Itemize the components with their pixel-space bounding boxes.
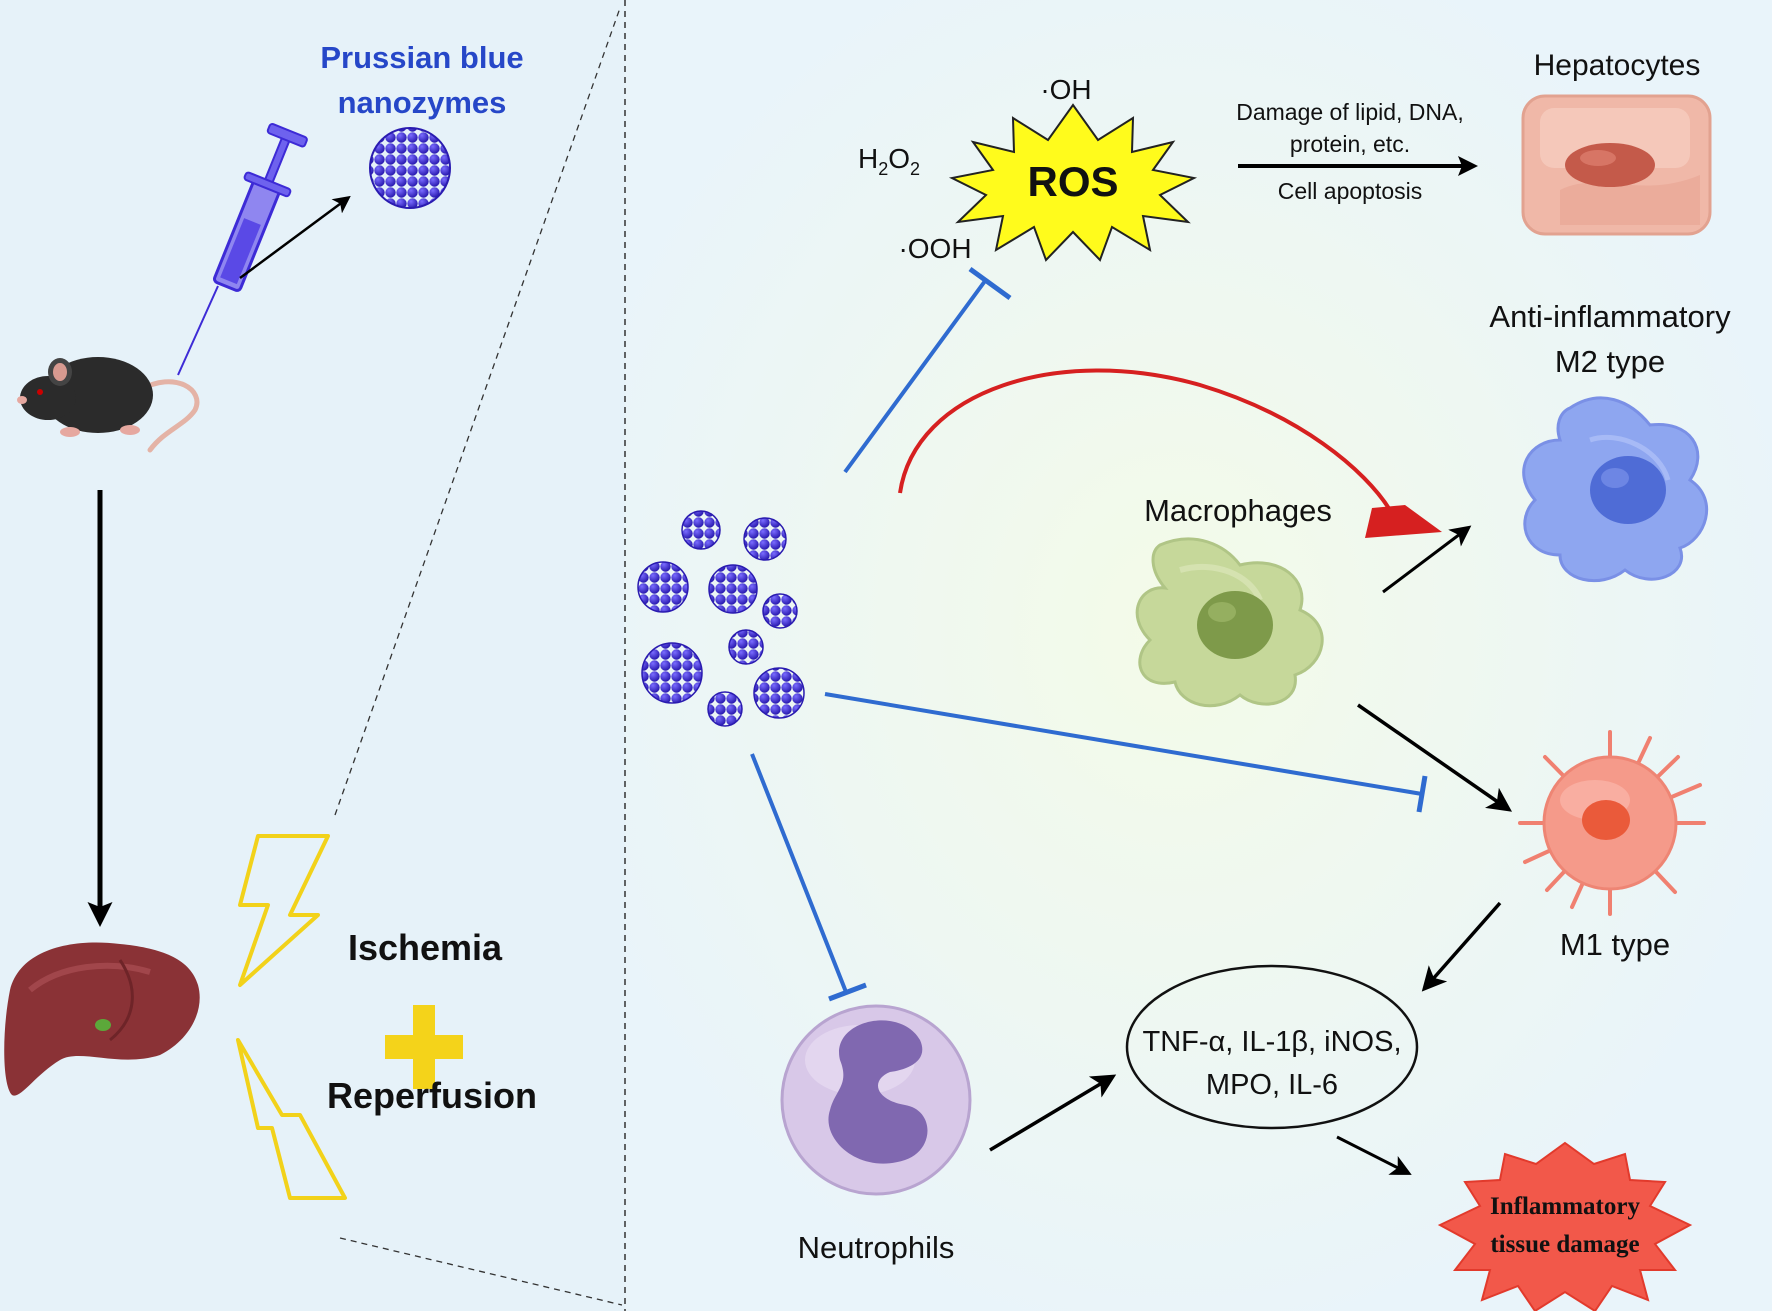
arrow-m1-to-cytokines [1421, 901, 1502, 992]
tissue-damage-line1: Inflammatory [1490, 1193, 1640, 1220]
cytokines-line2: MPO, IL-6 [1206, 1069, 1338, 1101]
apoptosis-text: Cell apoptosis [1278, 178, 1422, 204]
anti-inflammatory-label-line2: M2 type [1555, 344, 1665, 379]
nanozyme-cluster-particle-icon [753, 667, 805, 719]
nanozyme-cluster-particle-icon [637, 561, 689, 613]
neutrophils-label: Neutrophils [798, 1230, 955, 1265]
ros-label: ROS [1027, 158, 1118, 205]
cytokines-ellipse [1125, 964, 1419, 1130]
inhibit-arrow-ros [843, 266, 1012, 474]
m1-type-label: M1 type [1560, 927, 1670, 962]
liver-icon [4, 942, 200, 1096]
nanozyme-cluster-particle-icon [708, 564, 758, 614]
nanozyme-cluster-particle-icon [641, 642, 703, 704]
ros-burst-icon [948, 103, 1198, 262]
nanozyme-cluster-particle-icon [681, 510, 721, 550]
arrow-macrophage-to-m1 [1357, 703, 1513, 812]
arrow-macrophage-to-m2 [1382, 525, 1472, 594]
inhibit-arrow-m1 [824, 692, 1428, 813]
arrow-cytokines-to-damage [1336, 1135, 1412, 1175]
neutrophil-icon [780, 1004, 972, 1196]
nanozyme-cluster-particle-icon [743, 517, 787, 561]
m1-macrophage-icon [1518, 730, 1706, 916]
m2-macrophage-icon [1522, 396, 1709, 583]
hydrogen-peroxide-label: H2O2 [858, 143, 920, 179]
syringe-icon [177, 123, 308, 376]
macrophage-icon [1135, 537, 1324, 708]
anti-inflammatory-label-line1: Anti-inflammatory [1489, 299, 1731, 334]
mouse-icon [17, 357, 200, 453]
hepatocytes-icon [1521, 94, 1712, 236]
promote-arrow-m2 [898, 368, 1442, 538]
inhibit-arrow-neutrophils [750, 753, 867, 1002]
plus-icon [385, 1005, 463, 1089]
hepatocytes-label: Hepatocytes [1534, 49, 1701, 82]
nanozyme-title-line1: Prussian blue [320, 40, 523, 75]
arrow-neutrophils-to-cytokines [989, 1074, 1117, 1152]
nanozyme-title-line2: nanozymes [338, 85, 507, 120]
zoom-line-bottom [339, 1237, 623, 1306]
tissue-damage-burst-icon [1437, 1141, 1693, 1311]
nanozyme-cluster [637, 510, 805, 727]
nanozyme-cluster-particle-icon [728, 629, 764, 665]
hydroxyl-radical-label: ·OH [1040, 74, 1091, 105]
reperfusion-label: Reperfusion [327, 1075, 537, 1116]
lightning-bolt-icon-top [238, 834, 330, 987]
nanozyme-particle-icon [369, 127, 451, 209]
lightning-bolt-icon-bottom [236, 1038, 347, 1200]
nanozyme-cluster-particle-icon [707, 691, 743, 727]
tissue-damage-line2: tissue damage [1490, 1231, 1639, 1258]
hydroperoxyl-radical-label: ·OOH [898, 233, 971, 264]
nanozyme-cluster-particle-icon [762, 593, 798, 629]
ischemia-label: Ischemia [348, 927, 503, 968]
damage-text-line1: Damage of lipid, DNA, [1236, 99, 1464, 125]
damage-text-line2: protein, etc. [1290, 131, 1410, 157]
arrow-syringe-to-nanozyme [239, 195, 351, 280]
left-panel-bg [0, 0, 625, 1311]
cytokines-line1: TNF-α, IL-1β, iNOS, [1142, 1026, 1401, 1058]
macrophages-label: Macrophages [1144, 493, 1332, 528]
